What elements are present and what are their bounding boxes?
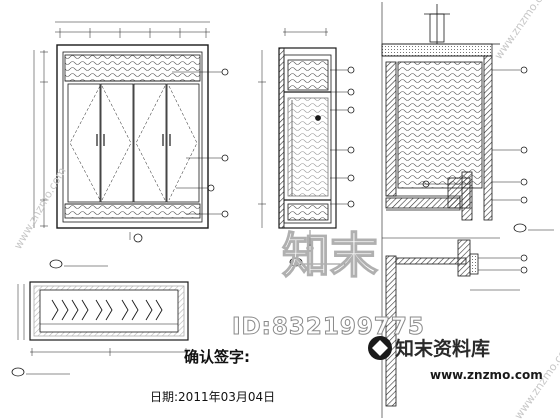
cabinet-side-section [278, 28, 355, 267]
diagonal-url-watermark-left: www.znzmo.com [11, 165, 68, 251]
brand-logo-icon [368, 336, 392, 360]
brand-logo-text: 知末资料库 [395, 338, 491, 360]
center-watermark: 知末 [282, 228, 378, 284]
id-watermark: ID:832199775 [232, 314, 425, 341]
brand-url: www.znzmo.com [430, 368, 543, 382]
diagonal-url-watermark-right: www.znzmo.com [492, 0, 556, 62]
cabinet-plan-view [11, 281, 189, 377]
date-line: 日期:2011年03月04日 [150, 390, 276, 404]
detail-section [381, 2, 554, 418]
confirm-signature-label: 确认签字: [184, 348, 250, 366]
cabinet-front-elevation [33, 21, 266, 269]
